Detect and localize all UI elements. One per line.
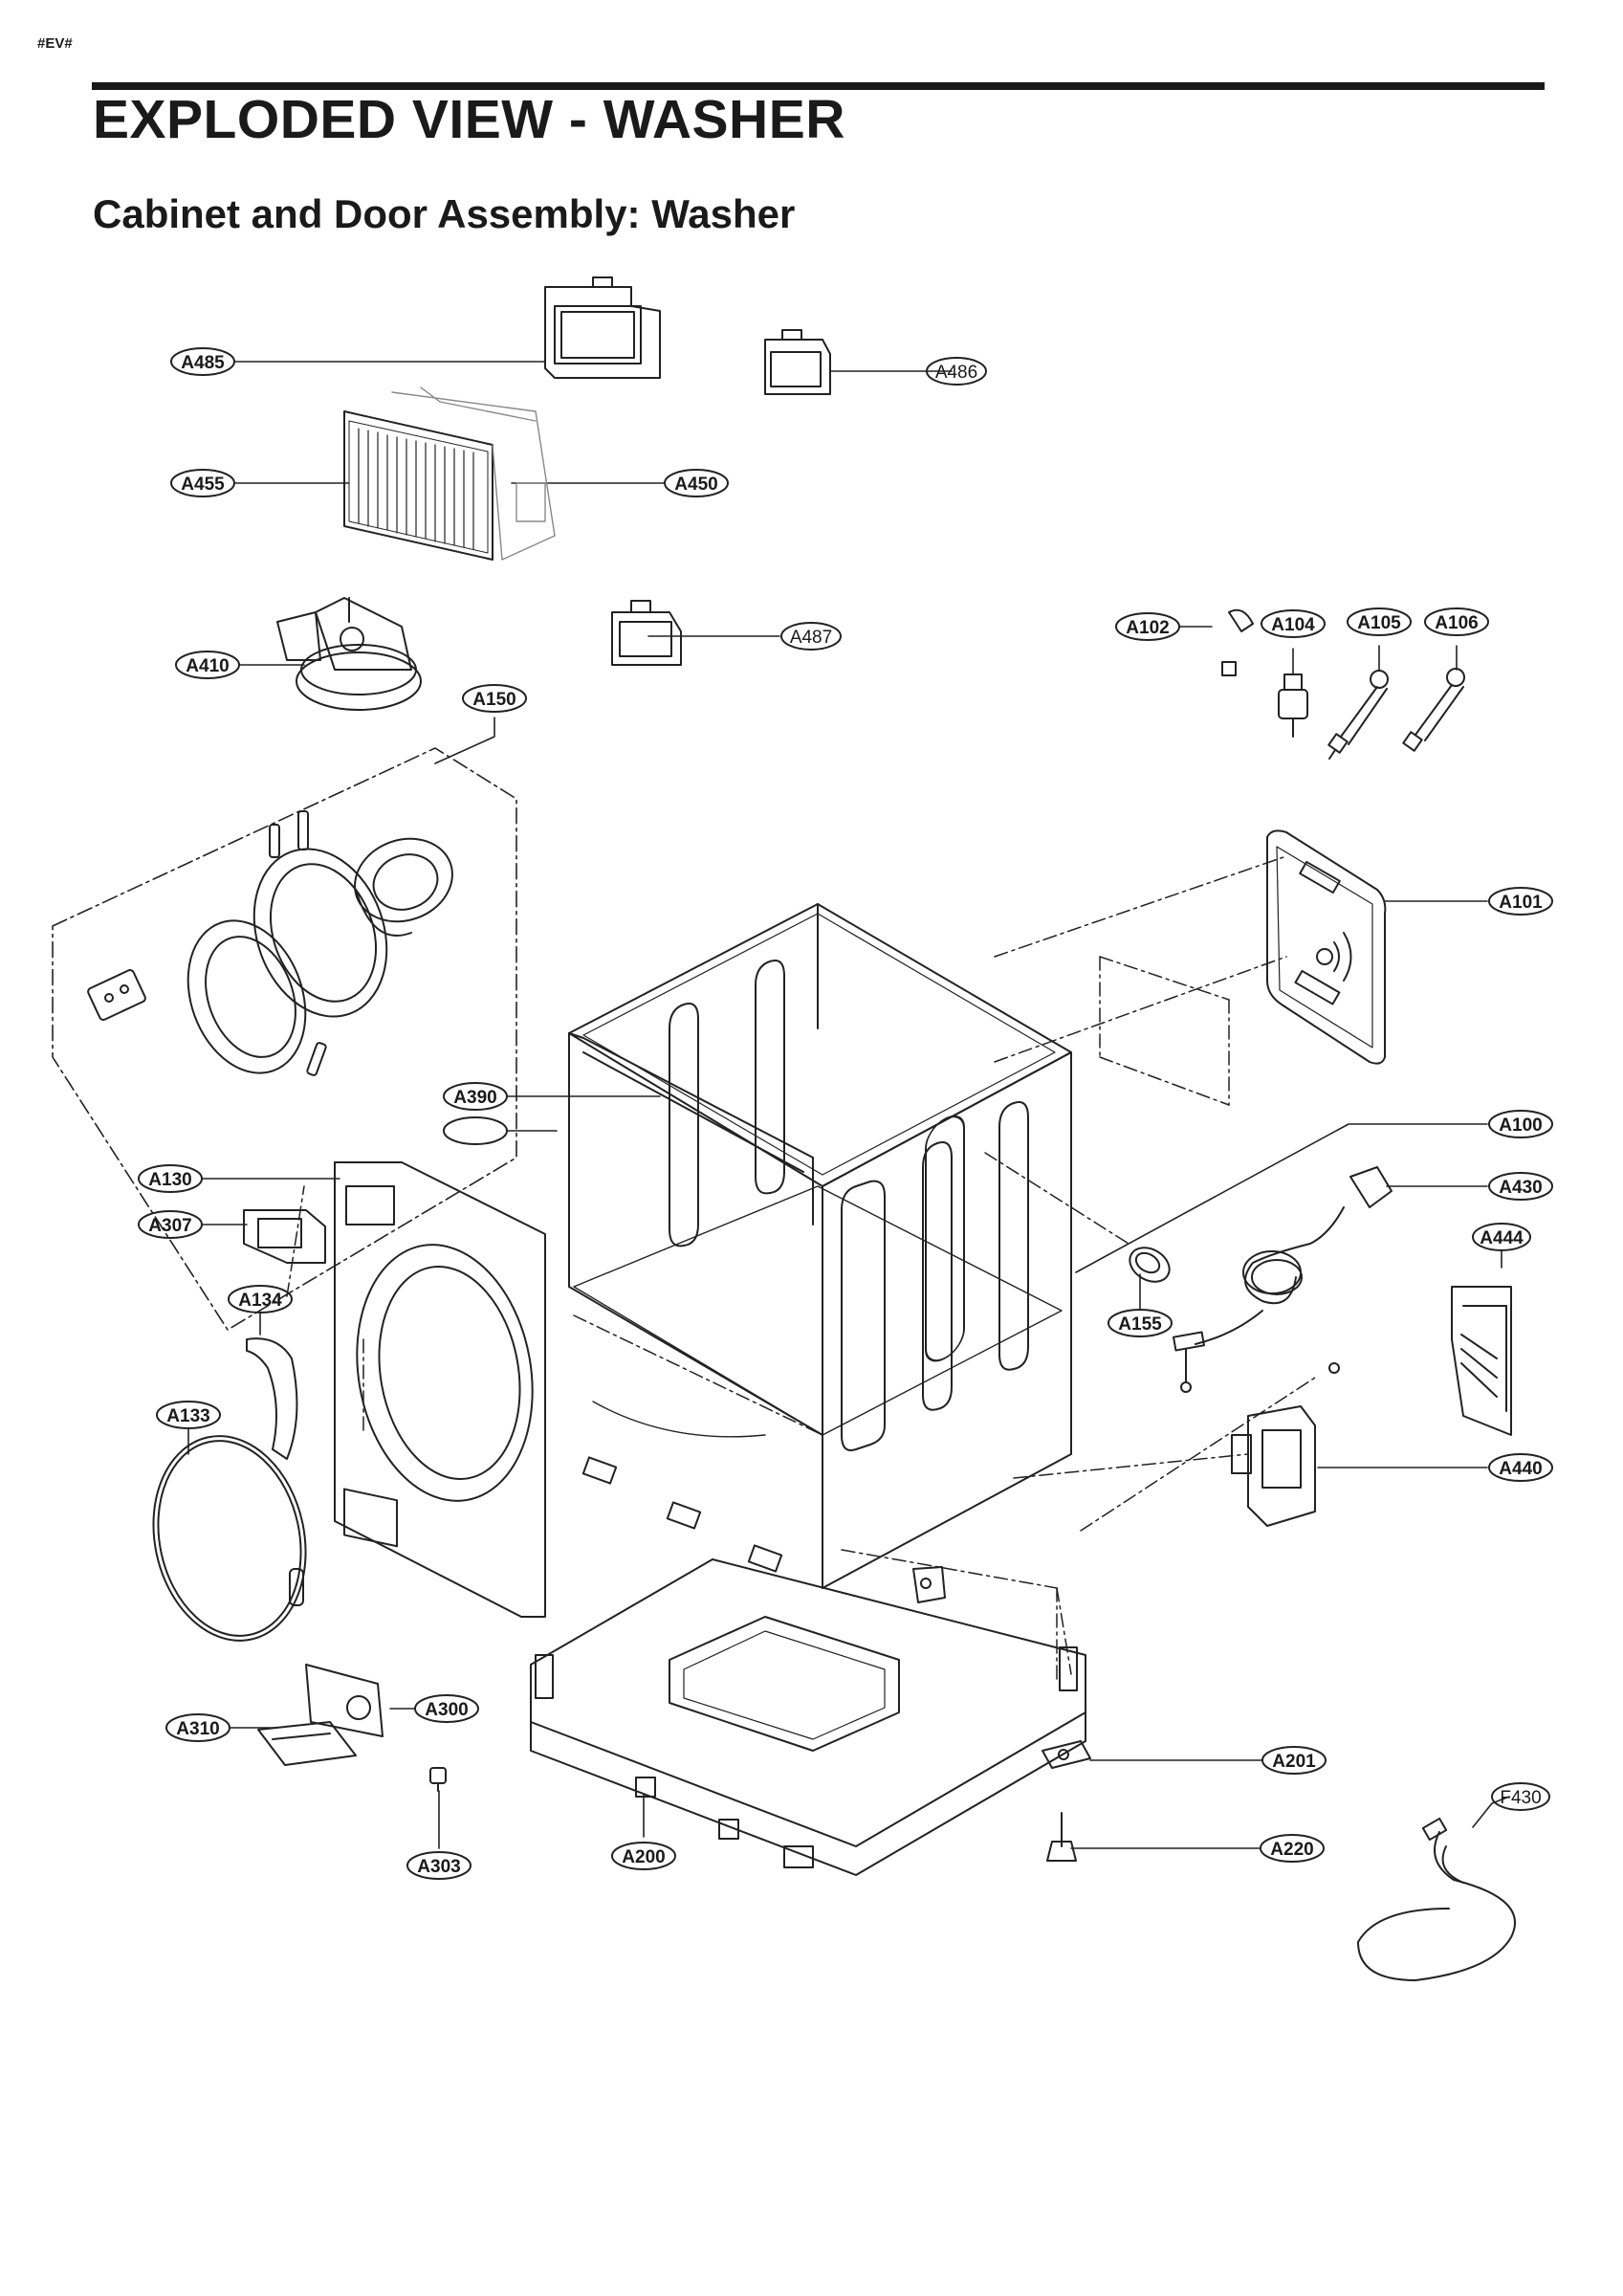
- part-a104-screw: [1278, 673, 1308, 738]
- page-title: EXPLODED VIEW - WASHER: [93, 89, 845, 150]
- label-a485: A485: [170, 347, 235, 376]
- label-a106: A106: [1424, 607, 1489, 636]
- part-a155-grommet: [1129, 1247, 1171, 1283]
- label-a102-text: A102: [1126, 618, 1169, 638]
- label-a104: A104: [1261, 609, 1326, 638]
- label-a150: A150: [462, 684, 527, 713]
- label-a106-text: A106: [1435, 613, 1478, 633]
- label-a390: A390: [443, 1082, 508, 1111]
- label-a100-text: A100: [1499, 1115, 1542, 1136]
- label-a444-text: A444: [1480, 1228, 1524, 1248]
- label-a486: A486: [926, 357, 987, 386]
- label-a155: A155: [1108, 1309, 1173, 1337]
- label-a303: A303: [406, 1851, 472, 1880]
- label-a155-text: A155: [1118, 1314, 1162, 1335]
- page-tag: #EV#: [37, 35, 73, 52]
- label-a430: A430: [1488, 1172, 1553, 1201]
- part-a106-spring: [1402, 668, 1465, 752]
- label-a130-text: A130: [148, 1170, 191, 1190]
- part-a130-front-panel: [334, 1161, 546, 1618]
- label-a100: A100: [1488, 1110, 1553, 1138]
- part-a303-screw: [429, 1767, 447, 1792]
- part-a105-spring: [1327, 670, 1389, 760]
- label-a430-text: A430: [1499, 1178, 1542, 1198]
- label-a102: A102: [1115, 612, 1180, 641]
- label-f430: F430: [1491, 1782, 1550, 1811]
- part-cabinet-frame: [568, 903, 1072, 1589]
- part-a102-clip: [1221, 608, 1254, 676]
- part-a134-handle: [246, 1337, 298, 1460]
- label-a300: A300: [414, 1694, 479, 1723]
- label-a201-text: A201: [1272, 1752, 1316, 1772]
- part-a486-bracket: [764, 329, 831, 395]
- label-a485-text: A485: [181, 353, 225, 373]
- label-a101: A101: [1488, 887, 1553, 916]
- label-a101-text: A101: [1499, 893, 1543, 913]
- label-a455-text: A455: [181, 475, 225, 495]
- part-a133-ring: [152, 1435, 307, 1642]
- label-a307: A307: [138, 1210, 203, 1239]
- part-a430-power-cord: [1173, 1166, 1393, 1393]
- label-a134-text: A134: [238, 1291, 282, 1311]
- header-rule: [92, 82, 1545, 90]
- label-a310: A310: [165, 1713, 230, 1742]
- part-a444-cover: [1451, 1286, 1512, 1436]
- label-a133: A133: [156, 1401, 221, 1429]
- part-a220-foot: [1046, 1812, 1077, 1862]
- label-a440: A440: [1488, 1453, 1553, 1482]
- part-a101-back-panel: [1266, 829, 1387, 1065]
- label-a410: A410: [175, 651, 240, 679]
- label-a105-text: A105: [1357, 613, 1401, 633]
- label-a300-text: A300: [425, 1700, 468, 1720]
- label-a486-text: A486: [935, 363, 977, 383]
- part-a485-bracket: [544, 276, 661, 379]
- part-a440-filter-board: [1231, 1362, 1340, 1527]
- page-subtitle: Cabinet and Door Assembly: Washer: [93, 191, 796, 236]
- label-a130: A130: [138, 1164, 203, 1193]
- label-a200: A200: [611, 1842, 676, 1870]
- part-a201-bracket: [1042, 1740, 1091, 1769]
- label-a303-text: A303: [417, 1857, 460, 1877]
- label-a440-text: A440: [1499, 1459, 1542, 1479]
- label-a220-text: A220: [1270, 1840, 1313, 1860]
- part-f430-drain-hose: [1357, 1817, 1516, 1981]
- part-a307-lock: [243, 1209, 326, 1264]
- door-assembly-box: [52, 747, 517, 1331]
- leader-lines: [187, 361, 1510, 1849]
- label-f430-text: F430: [1500, 1788, 1541, 1808]
- part-a410-dispenser: [276, 597, 422, 711]
- label-a200-text: A200: [622, 1847, 665, 1867]
- part-a310-drain-door: [257, 1721, 357, 1766]
- label-a450: A450: [664, 469, 729, 497]
- label-a150-text: A150: [472, 690, 515, 710]
- label-a201: A201: [1261, 1746, 1327, 1775]
- label-a133-text: A133: [166, 1406, 209, 1426]
- label-a390-text: A390: [453, 1088, 496, 1108]
- label-a444: A444: [1472, 1223, 1531, 1251]
- label-a487-text: A487: [790, 628, 832, 648]
- label-a134: A134: [228, 1285, 293, 1314]
- part-a487-bracket: [611, 600, 682, 666]
- label-a310-text: A310: [176, 1719, 219, 1739]
- label-blank-oval: [443, 1116, 508, 1145]
- part-a200-base: [530, 1558, 1086, 1876]
- label-a455: A455: [170, 469, 235, 497]
- part-a300-cover: [305, 1664, 384, 1737]
- label-a220: A220: [1260, 1834, 1325, 1863]
- part-a455-filter: [343, 410, 493, 561]
- label-a487: A487: [780, 622, 842, 651]
- construction-lines: [286, 855, 1316, 1685]
- label-a450-text: A450: [674, 475, 717, 495]
- label-a410-text: A410: [186, 656, 229, 676]
- label-a104-text: A104: [1271, 615, 1315, 635]
- label-a105: A105: [1347, 607, 1412, 636]
- label-a307-text: A307: [148, 1216, 191, 1236]
- part-a450-housing: [391, 386, 556, 561]
